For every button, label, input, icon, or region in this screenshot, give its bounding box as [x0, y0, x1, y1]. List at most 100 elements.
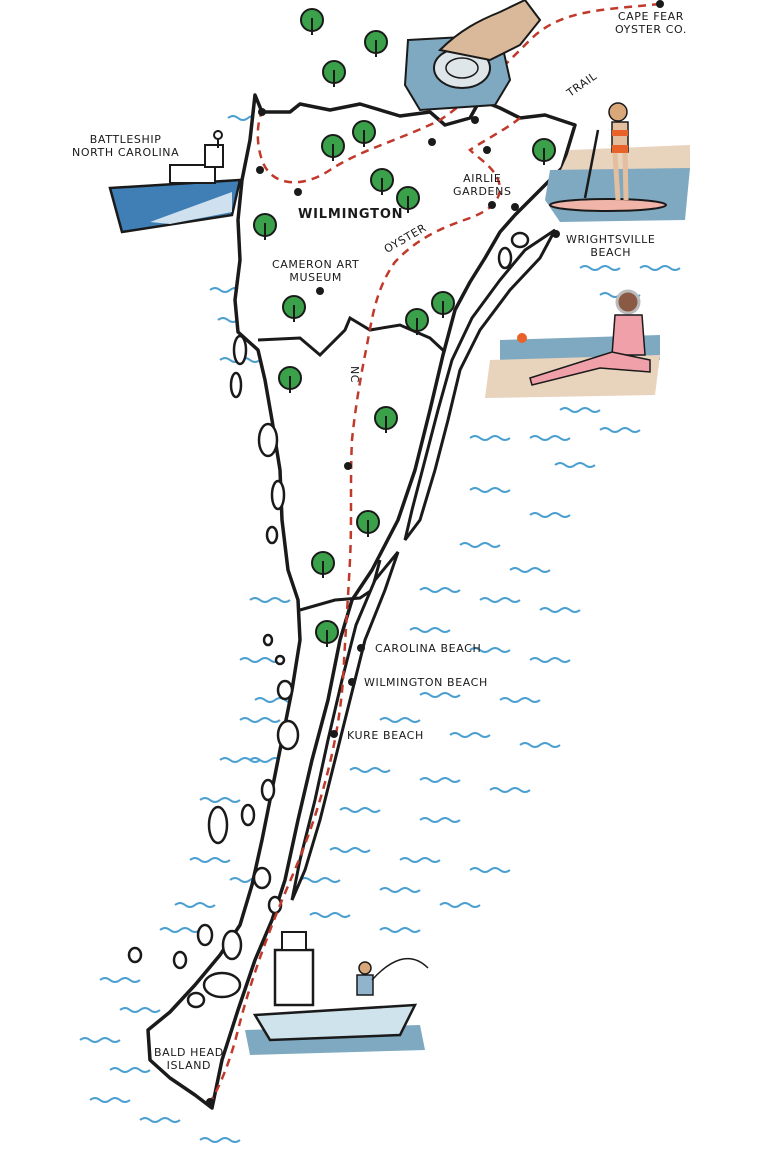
- wave-mark: [79, 1037, 121, 1043]
- label-airlie-gardens: AIRLIE GARDENS: [453, 172, 512, 198]
- wave-mark: [239, 717, 281, 723]
- wave-mark: [539, 607, 581, 613]
- location-dot: [344, 462, 352, 470]
- wave-mark: [519, 742, 561, 748]
- yoga-beach-illustration: [485, 289, 660, 398]
- tree-icon: [311, 551, 335, 578]
- tree-icon: [322, 60, 346, 87]
- label-line: ISLAND: [166, 1059, 212, 1072]
- wave-mark: [499, 697, 541, 703]
- wave-mark: [479, 597, 521, 603]
- location-dot: [258, 108, 266, 116]
- wave-mark: [419, 777, 461, 783]
- label-line: MUSEUM: [289, 271, 342, 284]
- location-dot: [552, 230, 560, 238]
- label-nc: NC: [348, 365, 362, 384]
- wave-mark: [529, 657, 571, 663]
- location-dot: [656, 0, 664, 8]
- wave-mark: [469, 867, 511, 873]
- tree-icon: [278, 366, 302, 393]
- wave-mark: [199, 1137, 241, 1143]
- wave-mark: [339, 807, 381, 813]
- location-dot: [488, 201, 496, 209]
- wave-mark: [419, 692, 461, 698]
- label-cape-fear-oyster-co: CAPE FEAR OYSTER CO.: [615, 10, 687, 36]
- oyster-hand-illustration: [403, 0, 542, 112]
- wave-mark: [559, 407, 601, 413]
- wave-mark: [119, 1007, 161, 1013]
- label-kure-beach: KURE BEACH: [347, 729, 424, 742]
- location-dot: [256, 166, 264, 174]
- tree-icon: [282, 295, 306, 322]
- tree-icon: [396, 186, 420, 213]
- wave-mark: [174, 902, 216, 908]
- wave-mark: [219, 757, 261, 763]
- tree-icon: [374, 406, 398, 433]
- wave-mark: [639, 265, 681, 271]
- wave-mark: [459, 542, 501, 548]
- wave-mark: [529, 435, 571, 441]
- wave-mark: [409, 627, 451, 633]
- barrier-island-wrightsville: [403, 228, 557, 541]
- tree-icon: [532, 138, 556, 165]
- label-carolina-beach: CAROLINA BEACH: [375, 642, 482, 655]
- location-dot: [428, 138, 436, 146]
- tree-icon: [405, 308, 429, 335]
- wave-mark: [349, 767, 391, 773]
- label-line: CAPE FEAR: [617, 10, 685, 23]
- wave-mark: [379, 717, 421, 723]
- wave-mark: [579, 265, 621, 271]
- wave-mark: [159, 927, 201, 933]
- location-dot: [330, 730, 338, 738]
- location-dot: [348, 678, 356, 686]
- label-wilmington-beach: WILMINGTON BEACH: [364, 676, 488, 689]
- label-battleship: BATTLESHIP NORTH CAROLINA: [72, 133, 179, 159]
- label-bald-head-island: BALD HEAD ISLAND: [154, 1046, 224, 1072]
- wave-mark: [554, 462, 596, 468]
- wave-mark: [109, 1067, 151, 1073]
- label-cameron-art-museum: CAMERON ART MUSEUM: [272, 258, 359, 284]
- tree-icon: [431, 291, 455, 318]
- label-line: BEACH: [590, 246, 632, 259]
- tree-icon: [315, 620, 339, 647]
- wave-mark: [469, 435, 511, 441]
- wave-mark: [439, 902, 481, 908]
- county-line: [257, 315, 447, 358]
- wave-mark: [379, 927, 421, 933]
- location-dots: [206, 0, 664, 1106]
- wave-mark: [249, 597, 291, 603]
- wave-mark: [599, 427, 641, 433]
- wave-mark: [189, 857, 231, 863]
- location-dot: [316, 287, 324, 295]
- paddleboard-illustration: [545, 102, 690, 222]
- tree-icon: [370, 168, 394, 195]
- tree-icon: [352, 120, 376, 147]
- tree-icon: [321, 134, 345, 161]
- wave-mark: [489, 787, 531, 793]
- label-line: BATTLESHIP: [89, 133, 162, 146]
- wave-mark: [299, 877, 341, 883]
- tree-icon: [356, 510, 380, 537]
- wave-mark: [99, 977, 141, 983]
- wave-mark: [529, 512, 571, 518]
- wave-mark: [239, 657, 281, 663]
- location-dot: [206, 1098, 214, 1106]
- trees: [253, 8, 556, 647]
- label-line: OYSTER CO.: [615, 23, 687, 36]
- wave-mark: [469, 487, 511, 493]
- location-dot: [294, 188, 302, 196]
- wave-mark: [449, 732, 491, 738]
- wave-mark: [509, 567, 551, 573]
- location-dot: [357, 644, 365, 652]
- label-wilmington: WILMINGTON: [298, 207, 404, 222]
- location-dot: [471, 116, 479, 124]
- wave-mark: [139, 1117, 181, 1123]
- barrier-island-pleasure: [290, 551, 400, 901]
- wave-mark: [469, 647, 511, 653]
- label-line: BALD HEAD: [154, 1046, 224, 1059]
- marsh-islands: [127, 231, 530, 1009]
- tree-icon: [300, 8, 324, 35]
- label-line: GARDENS: [453, 185, 512, 198]
